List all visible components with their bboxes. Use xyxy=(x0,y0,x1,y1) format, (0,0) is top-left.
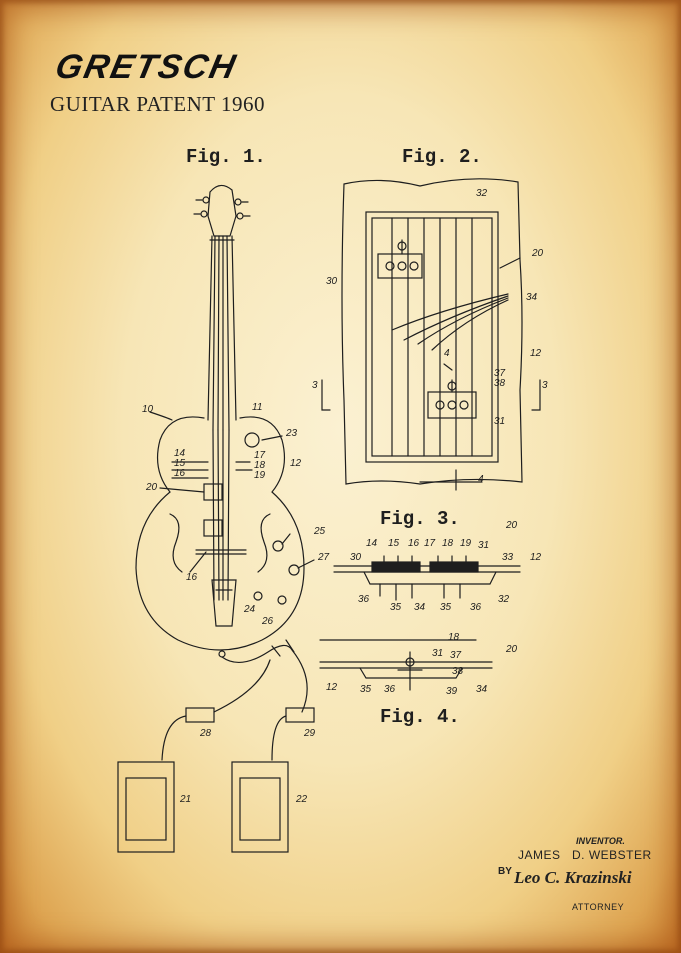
reference-number: 20 xyxy=(505,520,518,531)
reference-number: 18 xyxy=(254,460,266,471)
reference-number: 12 xyxy=(530,348,542,359)
reference-number: 30 xyxy=(350,552,362,563)
reference-number: 35 xyxy=(440,602,452,613)
reference-number: 30 xyxy=(326,276,338,287)
reference-number: 31 xyxy=(432,648,443,659)
inventor-name: JAMES D. WEBSTER xyxy=(518,848,652,862)
reference-number: 22 xyxy=(295,794,308,805)
attorney-signature: Leo C. Krazinski xyxy=(514,868,632,887)
reference-number: 10 xyxy=(142,404,154,415)
reference-number: 38 xyxy=(494,378,506,389)
reference-number: 15 xyxy=(174,458,186,469)
reference-number: 14 xyxy=(366,538,378,549)
reference-number: 31 xyxy=(494,416,505,427)
reference-number: 32 xyxy=(476,188,488,199)
reference-number: 18 xyxy=(442,538,454,549)
reference-number: 20 xyxy=(145,482,158,493)
reference-number: 29 xyxy=(303,728,316,739)
reference-number: 16 xyxy=(408,538,420,549)
reference-number: 4 xyxy=(444,348,450,359)
reference-number: 27 xyxy=(317,552,330,563)
reference-number: 37 xyxy=(494,368,506,379)
fig1-label: Fig. 1. xyxy=(186,146,266,168)
reference-number: 26 xyxy=(261,616,274,627)
reference-number: 11 xyxy=(252,402,262,413)
poster-subtitle: GUITAR PATENT 1960 xyxy=(50,92,266,116)
reference-number: 21 xyxy=(179,794,191,805)
fig4-drawing xyxy=(319,639,493,691)
fig3-label: Fig. 3. xyxy=(380,508,460,530)
reference-number: 15 xyxy=(388,538,400,549)
reference-number: 16 xyxy=(186,572,198,583)
reference-number: 34 xyxy=(526,292,538,303)
reference-number: 16 xyxy=(174,468,186,479)
reference-number: 34 xyxy=(414,602,426,613)
reference-number: 39 xyxy=(446,686,458,697)
fig3-ref-numbers: 20 14 15 16 17 18 19 31 30 33 12 36 35 34 35 36 32 xyxy=(350,520,542,613)
inventor-label: INVENTOR. xyxy=(576,836,625,846)
reference-number: 33 xyxy=(502,552,514,563)
reference-number: 24 xyxy=(243,604,256,615)
reference-number: 19 xyxy=(254,470,266,481)
reference-number: 4 xyxy=(478,474,484,485)
reference-number: 19 xyxy=(460,538,472,549)
reference-number: 3 xyxy=(542,380,548,391)
fig2-drawing xyxy=(321,178,541,491)
reference-number: 12 xyxy=(326,682,338,693)
fig2-label: Fig. 2. xyxy=(402,146,482,168)
reference-number: 17 xyxy=(424,538,436,549)
reference-number: 28 xyxy=(199,728,212,739)
reference-number: 36 xyxy=(470,602,482,613)
reference-number: 12 xyxy=(290,458,302,469)
reference-number: 36 xyxy=(358,594,370,605)
reference-number: 3 xyxy=(312,380,318,391)
reference-number: 20 xyxy=(505,644,518,655)
reference-number: 35 xyxy=(390,602,402,613)
reference-number: 14 xyxy=(174,448,186,459)
attorney-label: ATTORNEY xyxy=(572,902,625,912)
reference-number: 34 xyxy=(476,684,488,695)
reference-number: 36 xyxy=(384,684,396,695)
reference-number: 38 xyxy=(452,666,464,677)
by-label: BY xyxy=(498,866,512,877)
fig4-ref-numbers: 18 20 31 37 12 35 36 38 39 34 xyxy=(326,632,518,697)
reference-number: 25 xyxy=(313,526,326,537)
reference-number: 23 xyxy=(285,428,298,439)
reference-number: 20 xyxy=(531,248,544,259)
reference-number: 18 xyxy=(448,632,460,643)
fig3-drawing xyxy=(333,555,521,601)
reference-number: 12 xyxy=(530,552,542,563)
fig4-label: Fig. 4. xyxy=(380,706,460,728)
reference-number: 35 xyxy=(360,684,372,695)
reference-number: 17 xyxy=(254,450,266,461)
reference-number: 32 xyxy=(498,594,510,605)
reference-number: 31 xyxy=(478,540,489,551)
reference-number: 37 xyxy=(450,650,462,661)
guitar-drawing xyxy=(117,184,315,853)
